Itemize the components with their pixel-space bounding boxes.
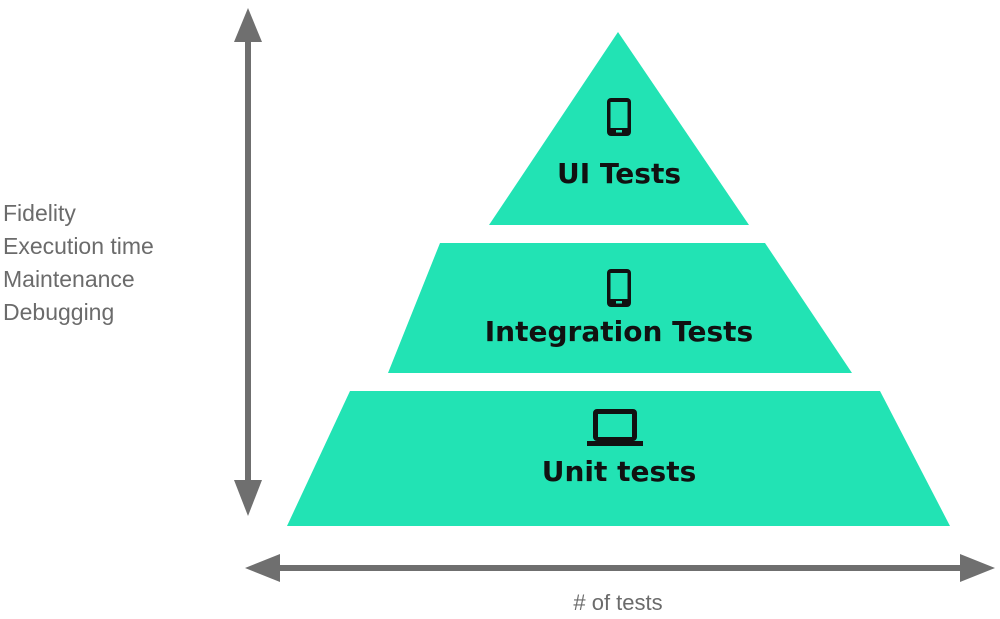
tier-label-ui-tests: UI Tests — [557, 157, 681, 190]
side-label-debugging: Debugging — [3, 299, 115, 325]
tier-unit-tests — [287, 391, 950, 526]
horizontal-arrow-shaft — [270, 565, 970, 571]
side-label-maintenance: Maintenance — [3, 266, 135, 292]
x-axis-label: # of tests — [573, 590, 663, 615]
vertical-arrow-shaft — [245, 36, 251, 486]
smartphone-icon — [607, 98, 631, 136]
horizontal-arrow-right-head — [960, 554, 995, 582]
side-label-execution-time: Execution time — [3, 233, 154, 259]
laptop-icon — [587, 409, 643, 446]
side-label-fidelity: Fidelity — [3, 200, 76, 226]
vertical-arrow-up-head — [234, 8, 262, 42]
vertical-arrow-down-head — [234, 480, 262, 516]
horizontal-arrow-left-head — [245, 554, 280, 582]
side-labels: Fidelity Execution time Maintenance Debu… — [3, 197, 154, 329]
vertical-axis-arrow — [234, 8, 262, 516]
tier-label-integration-tests: Integration Tests — [484, 315, 754, 348]
smartphone-icon — [607, 269, 631, 307]
tier-label-unit-tests: Unit tests — [541, 455, 697, 488]
tier-integration-tests — [388, 243, 852, 373]
horizontal-axis-arrow — [245, 554, 995, 582]
